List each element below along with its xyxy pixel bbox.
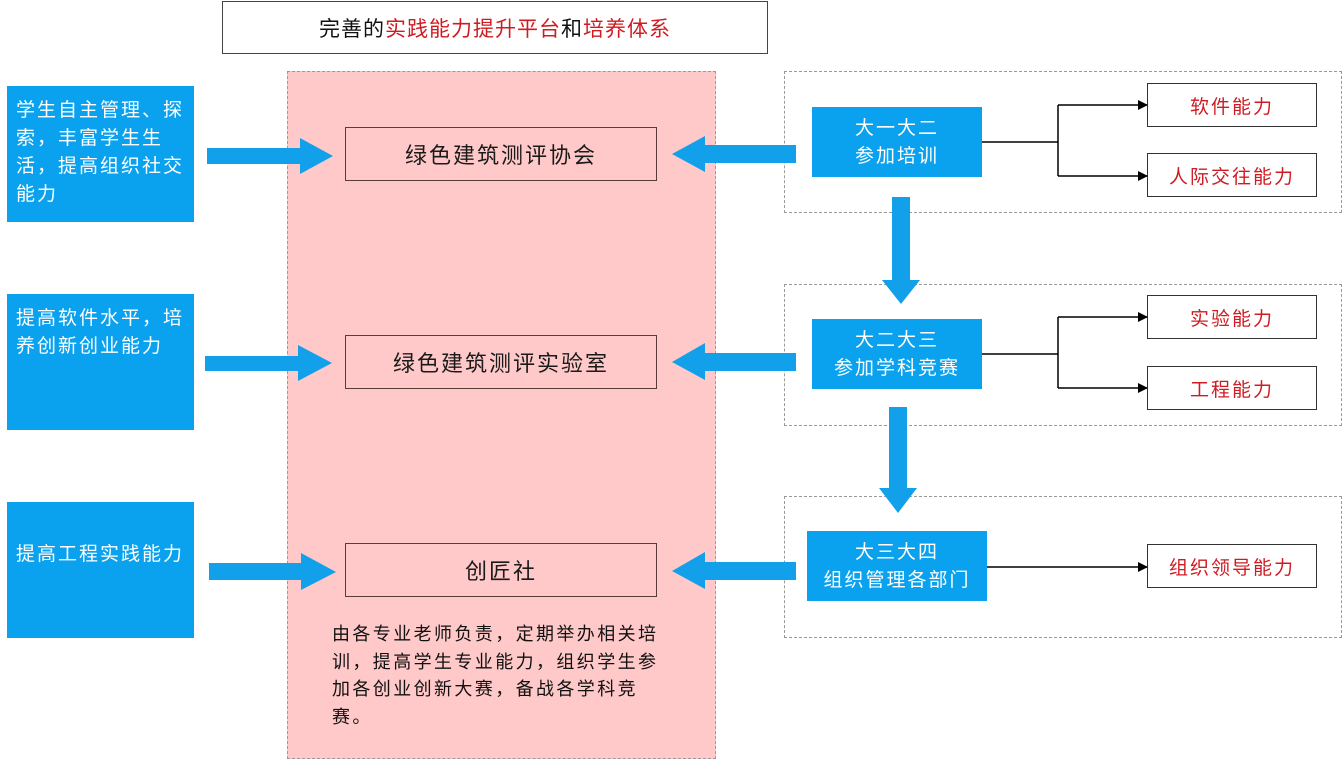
stage-3-years: 大三大四 [854, 541, 939, 563]
title-segment-2: 实践能力提升平台 [385, 16, 561, 41]
goal-box-software: 提高软件水平，培养创新创业能力 [7, 294, 194, 430]
stage-2-years: 大二大三 [854, 329, 939, 351]
arrow-goal-2-to-platform-2 [205, 345, 332, 381]
title-segment-1: 完善的 [319, 16, 385, 41]
stage-1-activity: 参加培训 [854, 145, 939, 167]
skill-box-leadership: 组织领导能力 [1147, 544, 1317, 588]
arrow-stage-3-to-platform-3 [672, 552, 796, 589]
stage-3-activity: 组织管理各部门 [823, 569, 971, 591]
skill-box-engineering: 工程能力 [1147, 366, 1317, 410]
platform-panel [287, 71, 716, 759]
diagram-title: 完善的实践能力提升平台和培养体系 [222, 1, 768, 54]
platform-green-building-lab: 绿色建筑测评实验室 [345, 335, 657, 389]
platform-green-building-association: 绿色建筑测评协会 [345, 127, 657, 181]
arrow-goal-1-to-platform-1 [207, 138, 333, 174]
stage-2-activity: 参加学科竞赛 [833, 357, 960, 379]
goal-box-organization: 学生自主管理、探索，丰富学生生活，提高组织社交能力 [7, 86, 194, 222]
stage-group-1 [784, 71, 1342, 213]
arrow-stage-1-to-platform-1 [672, 136, 796, 172]
title-segment-4: 培养体系 [583, 16, 671, 41]
goal-box-engineering: 提高工程实践能力 [7, 502, 194, 638]
arrow-stage-1-to-stage-2 [882, 197, 920, 304]
skill-box-interpersonal: 人际交往能力 [1147, 153, 1317, 197]
skill-box-software: 软件能力 [1147, 83, 1317, 127]
arrow-stage-2-to-platform-2 [672, 343, 796, 380]
stage-box-year2-3: 大二大三 参加学科竞赛 [812, 319, 982, 389]
platform-description: 由各专业老师负责，定期举办相关培训，提高学生专业能力，组织学生参加各创业创新大赛… [332, 624, 659, 728]
arrow-goal-3-to-platform-3 [209, 553, 336, 590]
stage-box-year1-2: 大一大二 参加培训 [812, 107, 982, 177]
arrow-stage-2-to-stage-3 [879, 407, 917, 513]
skill-box-experiment: 实验能力 [1147, 295, 1317, 339]
title-segment-3: 和 [561, 16, 583, 41]
stage-box-year3-4: 大三大四 组织管理各部门 [807, 531, 987, 601]
platform-chuangjiang-club: 创匠社 [345, 543, 657, 597]
stage-1-years: 大一大二 [854, 117, 939, 139]
